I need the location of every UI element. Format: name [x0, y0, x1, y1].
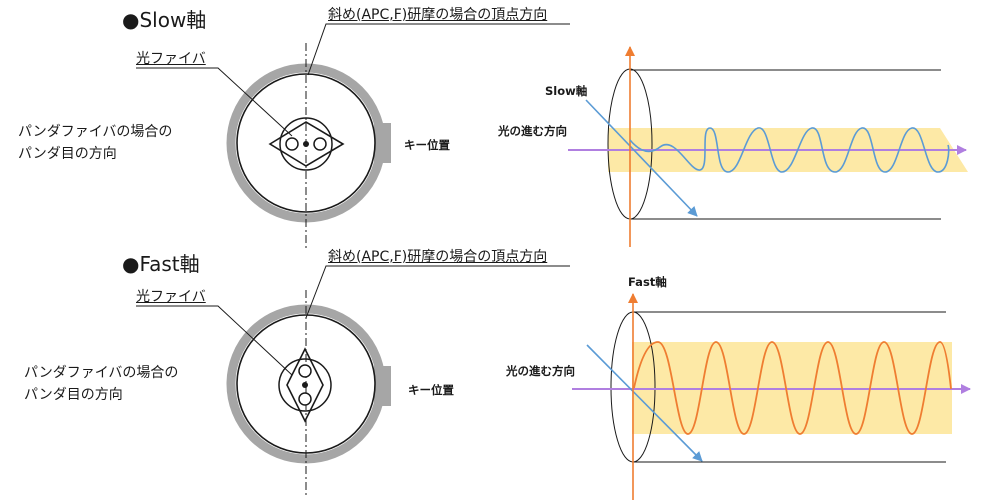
diagonal-axis-arrow [586, 344, 703, 462]
fiber-leader-line [136, 67, 293, 137]
slow-key-position-label: キー位置 [404, 138, 450, 152]
slow-axis-diagonal-arrow [585, 99, 698, 217]
panda-eye-left [285, 137, 299, 151]
ferrule-ring [226, 63, 386, 223]
slow-propagation-diagram [568, 46, 968, 247]
panda-eye-bottom [298, 392, 312, 406]
fast-fiber-label: 光ファイバ [136, 289, 206, 305]
slow-panda-eye-label: パンダファイバの場合の パンダ目の方向 [18, 124, 173, 162]
polish-apex-diamond [268, 121, 345, 167]
fiber-core [302, 382, 308, 388]
fast-panda-eye-label: パンダファイバの場合の パンダ目の方向 [24, 365, 179, 403]
polish-leader-line [307, 23, 570, 76]
fast-section-title: ●Fast軸 [122, 252, 200, 276]
fast-connector-end-view [136, 265, 570, 495]
polish-apex-diamond [286, 347, 324, 423]
slow-polish-apex-label: 斜め(APC,F)研摩の場合の頂点方向 [328, 7, 548, 23]
panda-eye-top [298, 364, 312, 378]
panda-eye-right [313, 137, 327, 151]
slow-axis-label: Slow軸 [545, 84, 588, 98]
fiber-cladding [279, 117, 333, 171]
fast-polarization-wave [633, 341, 952, 435]
fast-axis-label: Fast軸 [628, 275, 667, 289]
fiber-core [303, 141, 309, 147]
fiber-leader-line [136, 305, 293, 376]
polish-leader-line [305, 265, 570, 319]
slow-connector-end-view [136, 23, 570, 250]
fiber-cladding [278, 358, 332, 412]
fast-key-position-label: キー位置 [408, 383, 454, 397]
fast-polish-apex-label: 斜め(APC,F)研摩の場合の頂点方向 [328, 249, 548, 265]
slow-section-title: ●Slow軸 [122, 8, 207, 32]
slow-polarization-wave [629, 127, 950, 173]
fast-propagation-diagram [572, 293, 971, 500]
slow-fiber-label: 光ファイバ [136, 51, 206, 67]
fast-light-direction-label: 光の進む方向 [506, 364, 575, 378]
slow-light-direction-label: 光の進む方向 [498, 124, 567, 138]
